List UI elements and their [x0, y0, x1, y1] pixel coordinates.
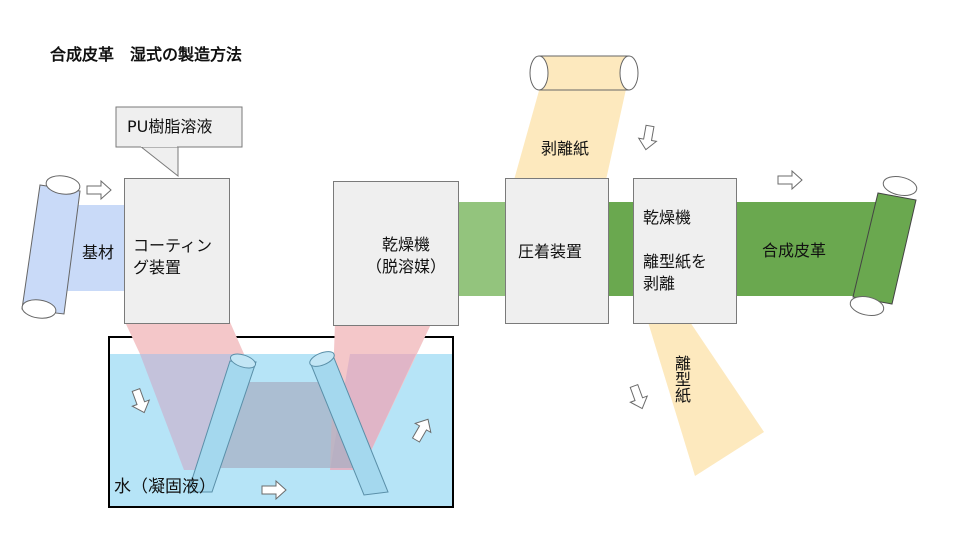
substrate-label: 基材: [82, 243, 115, 262]
release-paper-in: [514, 80, 628, 180]
web-product: [737, 202, 877, 296]
web-after-press: [608, 202, 634, 296]
tank-roller-right: [309, 351, 389, 496]
dryer-solvent-label: 乾燥機 （脱溶媒）: [366, 235, 447, 276]
dryer-solvent-station: 乾燥機 （脱溶媒）: [333, 181, 459, 326]
dryer-release-station: 乾燥機 離型紙を 剥離: [633, 178, 737, 324]
release-paper-out-label: 離型紙: [672, 355, 691, 403]
coating-station: コーティン グ装置: [124, 178, 230, 324]
pu-solution-label: PU樹脂溶液: [127, 117, 213, 136]
arrow-to-coating: [86, 180, 112, 200]
dryer-release-label: 乾燥機 離型紙を 剥離: [643, 208, 708, 293]
substrate-roll: [21, 175, 81, 319]
coating-station-label: コーティン グ装置: [133, 236, 213, 277]
arrow-release-in: [636, 123, 660, 152]
arrow-release-out: [625, 382, 652, 413]
web-after-dryer: [458, 202, 506, 296]
release-paper-out: [648, 322, 764, 476]
product-roll: [849, 176, 918, 316]
substrate-web: [60, 205, 125, 291]
pu-callout-tail: [138, 145, 179, 178]
diagram-title: 合成皮革 湿式の製造方法: [50, 45, 243, 64]
release-paper-in-label: 剥離紙: [541, 139, 590, 158]
press-station: 圧着装置: [505, 178, 609, 324]
pu-callout: [115, 106, 243, 148]
press-station-label: 圧着装置: [518, 242, 583, 261]
tank-roller-left: [187, 353, 257, 493]
release-paper-roll: [529, 55, 639, 91]
immersion-band: [214, 382, 358, 468]
product-label: 合成皮革: [762, 241, 827, 260]
water-label: 水（凝固液）: [114, 477, 216, 497]
arrow-product-out: [777, 170, 803, 190]
coating-flow: [125, 322, 244, 354]
